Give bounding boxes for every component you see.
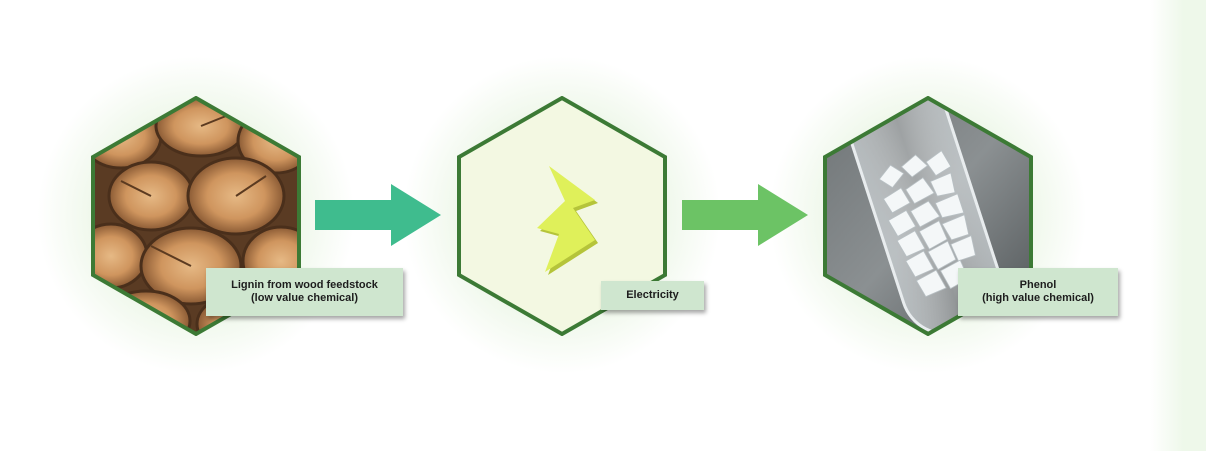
- lignin-label-line1: Lignin from wood feedstock: [231, 279, 378, 291]
- phenol-label-line1: Phenol: [1019, 279, 1057, 291]
- background-strip: [1150, 0, 1206, 451]
- electricity-label: Electricity: [601, 281, 704, 310]
- lightning-bolt-icon: [537, 166, 598, 275]
- electricity-node: [457, 96, 667, 336]
- lignin-label: Lignin from wood feedstock (low value ch…: [206, 268, 403, 316]
- electricity-label-line1: Electricity: [626, 289, 679, 301]
- phenol-label: Phenol (high value chemical): [958, 268, 1118, 316]
- lignin-label-line2: (low value chemical): [251, 292, 358, 304]
- phenol-label-line2: (high value chemical): [982, 292, 1094, 304]
- arrow-lignin-to-electricity: [315, 184, 441, 246]
- lignin-node: [91, 96, 301, 336]
- firewood-hexagon: [91, 96, 301, 336]
- electricity-hexagon: [457, 96, 667, 336]
- arrow-electricity-to-phenol: [682, 184, 808, 246]
